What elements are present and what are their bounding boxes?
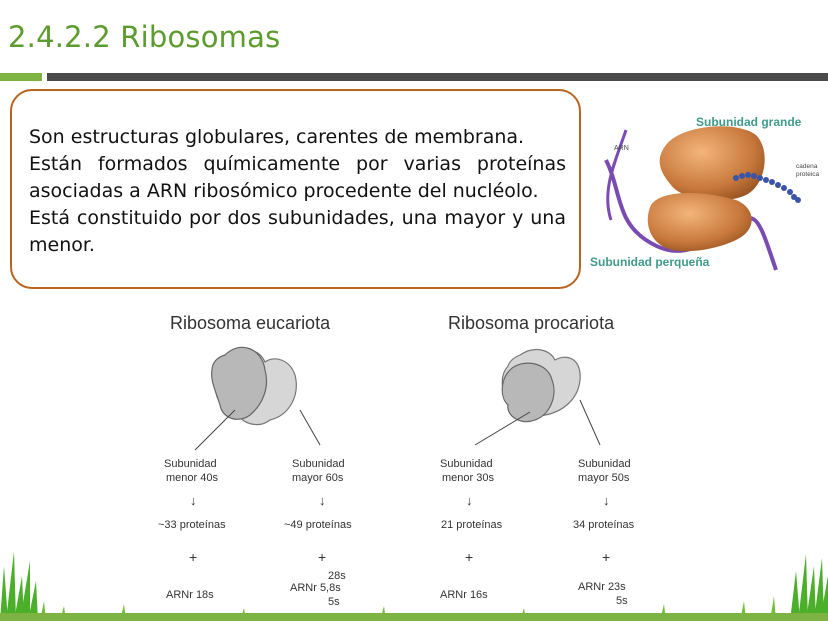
pro-small-name-2: menor 30s: [442, 472, 494, 484]
protein-chain: [733, 172, 801, 203]
eu-large-down-arrow: ↓: [319, 493, 326, 508]
eu-large-rna-2: ARNr 5,8s: [290, 582, 341, 594]
pro-large-name-1: Subunidad: [578, 458, 631, 470]
eu-large-rna-3: 5s: [328, 596, 340, 608]
footer-green-line: [0, 613, 828, 621]
slide-title: 2.4.2.2 Ribosomas: [8, 20, 281, 54]
pro-large-proteins: 34 proteínas: [573, 519, 635, 531]
paragraph-1: Son estructuras globulares, carentes de …: [29, 126, 525, 148]
pro-small-proteins: 21 proteínas: [441, 519, 503, 531]
eukaryote-small-shape: [211, 346, 268, 420]
eukaryote-arrow-large: [299, 409, 321, 446]
eu-small-plus: +: [189, 549, 197, 565]
small-subunit-label: Subunidad perqueña: [590, 255, 710, 269]
eu-small-name-2: menor 40s: [166, 472, 218, 484]
eu-small-rna: ARNr 18s: [166, 589, 214, 601]
paragraph-2: Están formados químicamente por varias p…: [29, 153, 566, 202]
eu-small-proteins: ~33 proteínas: [158, 519, 226, 531]
pro-large-name-2: mayor 50s: [578, 472, 630, 484]
eu-large-name-2: mayor 60s: [292, 472, 344, 484]
pro-large-plus: +: [602, 549, 610, 565]
chain-label-2: proteica: [796, 171, 820, 178]
pro-large-rna-2: 5s: [616, 595, 628, 607]
large-subunit-label: Subunidad grande: [696, 115, 802, 129]
eu-small-name-1: Subunidad: [164, 458, 217, 470]
pro-small-name-1: Subunidad: [440, 458, 493, 470]
prokaryote-arrow-large: [579, 399, 601, 446]
eu-large-proteins: ~49 proteínas: [284, 519, 352, 531]
eukaryote-heading: Ribosoma eucariota: [170, 313, 331, 333]
title-underline-accent: [0, 73, 42, 81]
description-box: Son estructuras globulares, carentes de …: [10, 89, 581, 289]
pro-small-rna: ARNr 16s: [440, 589, 488, 601]
pro-large-down-arrow: ↓: [603, 493, 610, 508]
eu-large-name-1: Subunidad: [292, 458, 345, 470]
eu-small-down-arrow: ↓: [190, 493, 197, 508]
eu-large-rna-1: 28s: [328, 570, 346, 582]
eu-large-plus: +: [318, 549, 326, 565]
chain-label-1: cadena: [796, 163, 818, 170]
ribosome-illustration: Subunidad grande Subunidad perqueña ARN …: [590, 115, 820, 271]
prokaryote-heading: Ribosoma procariota: [448, 313, 615, 333]
large-subunit-shape: [659, 126, 765, 201]
arn-label: ARN: [614, 145, 629, 152]
ribosome-comparison-diagram: Ribosoma eucariota Subunidad menor 40s S…: [158, 313, 635, 608]
title-underline-bar: [47, 73, 828, 81]
small-subunit-shape: [647, 193, 752, 252]
paragraph-3: Está constituido por dos subunidades, un…: [29, 207, 566, 256]
eukaryote-arrow-small: [194, 409, 236, 451]
pro-large-rna-1: ARNr 23s: [578, 581, 626, 593]
prokaryote-arrow-small: [474, 411, 531, 446]
prokaryote-small-shape: [501, 362, 555, 423]
mrna-ribbon-start: [606, 129, 628, 221]
pro-small-down-arrow: ↓: [466, 493, 473, 508]
pro-small-plus: +: [465, 549, 473, 565]
